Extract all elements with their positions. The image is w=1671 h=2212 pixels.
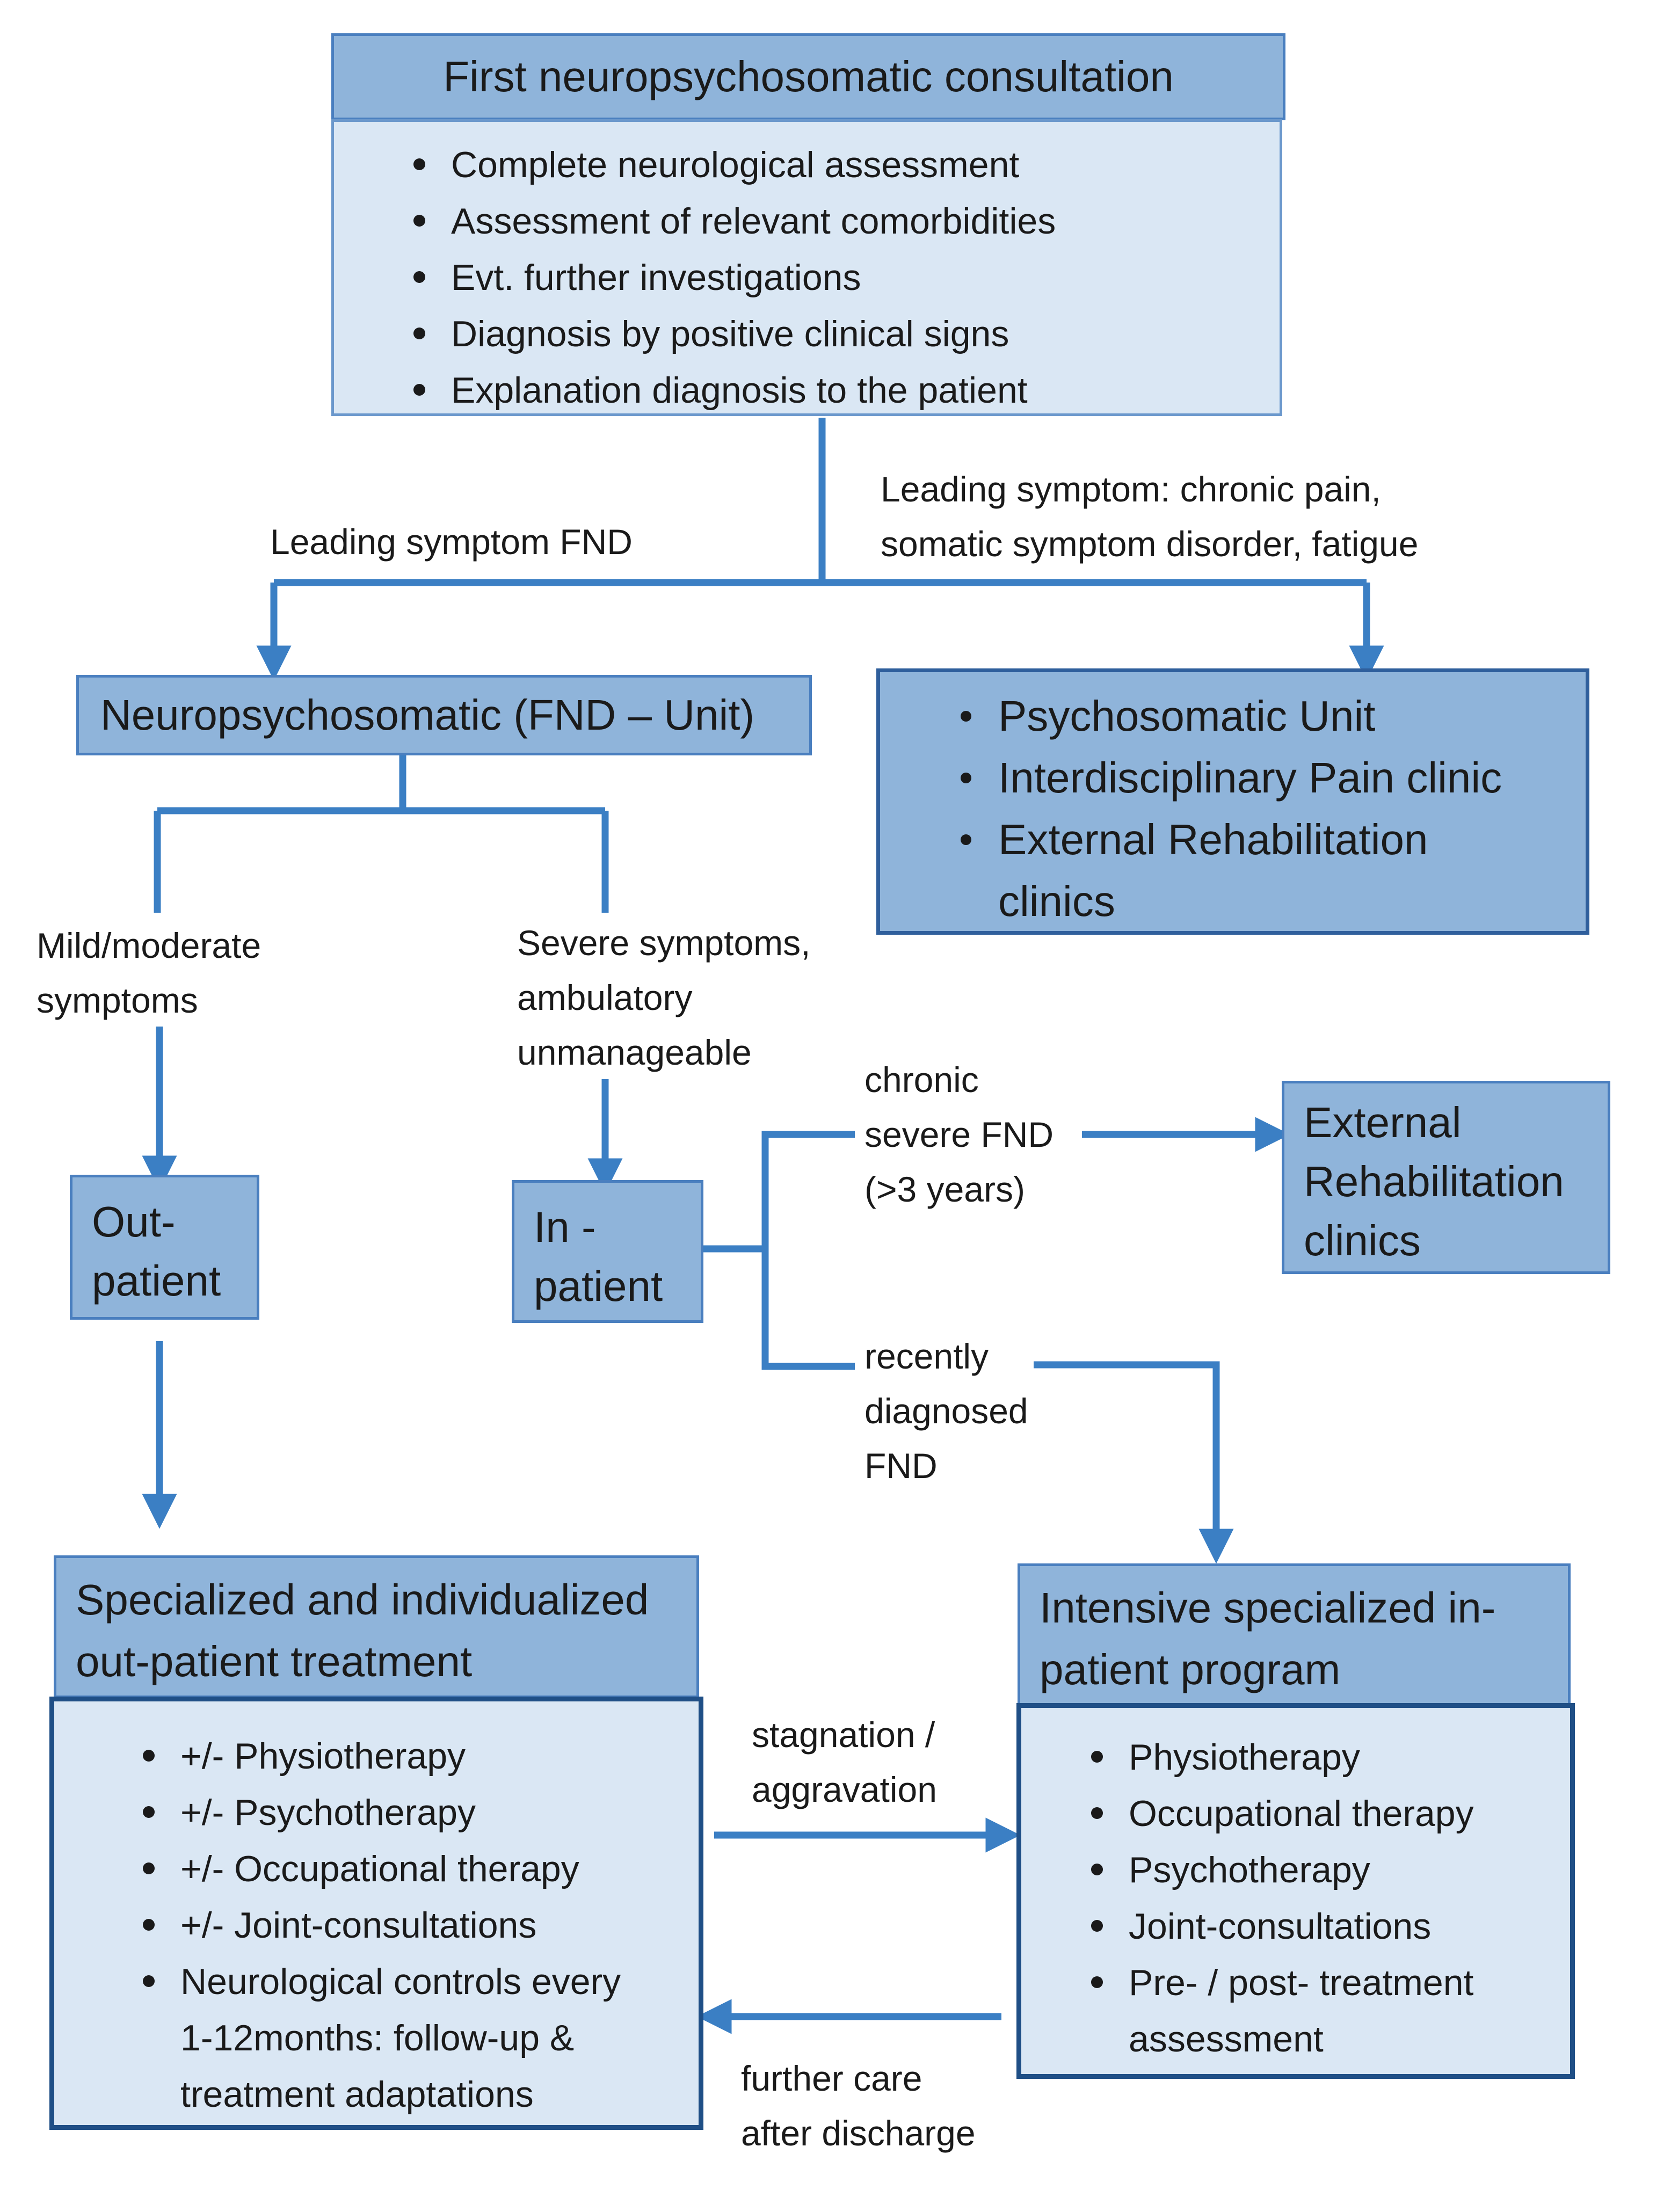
list-item: Diagnosis by positive clinical signs [397, 306, 1280, 362]
label-further-care: further care after discharge [741, 2058, 976, 2153]
list-item: Neurological controls every 1-12months: … [127, 1954, 699, 2123]
list-item: Interdisciplinary Pain clinic [939, 747, 1586, 809]
list-item: Complete neurological assessment [397, 137, 1280, 193]
list-item: +/- Psychotherapy [127, 1785, 699, 1841]
outpatient-treatment-list: +/- Physiotherapy +/- Psychotherapy +/- … [127, 1728, 699, 2123]
list-item: Evt. further investigations [397, 250, 1280, 306]
inpatient-program-body: Physiotherapy Occupational therapy Psych… [1016, 1703, 1575, 2079]
label-leading-fnd: Leading symptom FND [270, 522, 633, 562]
list-item: +/- Physiotherapy [127, 1728, 699, 1785]
first-consultation-title: First neuropsychosomatic consultation [443, 53, 1174, 100]
fnd-unit-box: Neuropsychosomatic (FND – Unit) [76, 675, 812, 755]
label-chronic: chronic severe FND (>3 years) [864, 1060, 1054, 1209]
list-item: +/- Occupational therapy [127, 1841, 699, 1897]
outpatient-treatment-header: Specialized and individualized out-patie… [54, 1555, 699, 1698]
inpatient-program-header: Intensive specialized in- patient progra… [1018, 1563, 1571, 1706]
inpatient-box: In - patient [512, 1180, 703, 1323]
list-item: +/- Joint-consultations [127, 1897, 699, 1954]
label-stagnation: stagnation / aggravation [752, 1715, 937, 1809]
psychosomatic-box: Psychosomatic Unit Interdisciplinary Pai… [876, 668, 1589, 935]
list-item: Assessment of relevant comorbidities [397, 193, 1280, 250]
list-item: Joint-consultations [1075, 1898, 1570, 1955]
label-mild: Mild/moderate symptoms [37, 926, 261, 1020]
connector-inpatient-fork [761, 1131, 855, 1370]
list-item: Physiotherapy [1075, 1729, 1570, 1786]
first-consultation-body: Complete neurological assessment Assessm… [331, 119, 1282, 416]
label-leading-other: Leading symptom: chronic pain, somatic s… [881, 469, 1419, 564]
list-item: Occupational therapy [1075, 1786, 1570, 1842]
inpatient-program-list: Physiotherapy Occupational therapy Psych… [1075, 1729, 1570, 2068]
psychosomatic-list: Psychosomatic Unit Interdisciplinary Pai… [939, 685, 1586, 932]
outpatient-box: Out- patient [70, 1175, 259, 1320]
list-item: Psychosomatic Unit [939, 685, 1586, 747]
list-item: Explanation diagnosis to the patient [397, 362, 1280, 419]
first-consultation-list: Complete neurological assessment Assessm… [397, 137, 1280, 419]
label-recent: recently diagnosed FND [864, 1336, 1028, 1486]
fnd-unit-title: Neuropsychosomatic (FND – Unit) [100, 691, 755, 739]
arrow-to-inpatient-program [1034, 1361, 1234, 1564]
external-rehab-box: External Rehabilitation clinics [1282, 1081, 1610, 1274]
list-item: External Rehabilitation clinics [939, 809, 1586, 932]
label-severe: Severe symptoms, ambulatory unmanageable [517, 923, 811, 1072]
first-consultation-header: First neuropsychosomatic consultation [331, 33, 1285, 120]
list-item: Psychotherapy [1075, 1842, 1570, 1898]
list-item: Pre- / post- treatment assessment [1075, 1955, 1570, 2068]
outpatient-treatment-body: +/- Physiotherapy +/- Psychotherapy +/- … [49, 1697, 703, 2130]
